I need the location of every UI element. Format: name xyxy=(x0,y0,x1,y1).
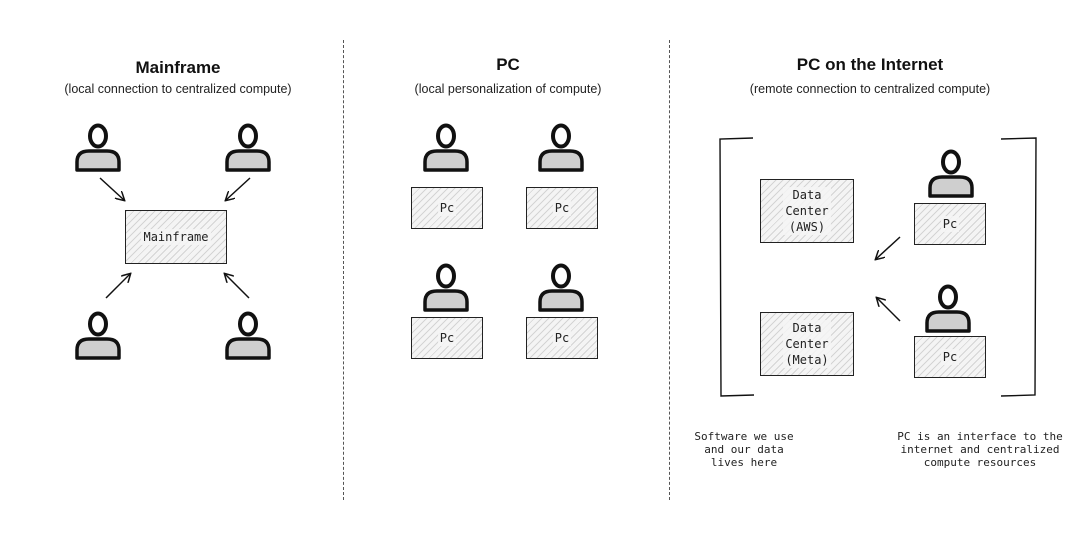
bracket-left xyxy=(719,137,755,397)
pc-label: Pc xyxy=(437,199,457,217)
person-icon xyxy=(75,311,121,360)
arrow-icon xyxy=(105,274,130,299)
bracket-right xyxy=(1000,137,1037,397)
note-software-data: Software we use and our data lives here xyxy=(694,430,794,470)
arrow-icon xyxy=(876,236,901,259)
arrow-icon xyxy=(225,274,250,299)
datacenter-box-aws: Data Center (AWS) xyxy=(760,179,854,243)
column-divider-left xyxy=(343,40,344,500)
arrow-icon xyxy=(99,177,124,200)
pc-box: Pc xyxy=(914,336,986,378)
person-icon xyxy=(225,311,271,360)
mainframe-label: Mainframe xyxy=(141,228,211,246)
person-icon xyxy=(225,123,271,172)
person-icon xyxy=(538,263,584,312)
person-icon xyxy=(423,123,469,172)
datacenter-label: Data Center (AWS) xyxy=(783,186,831,236)
person-icon xyxy=(538,123,584,172)
panel-title-internet: PC on the Internet xyxy=(796,55,944,74)
note-pc-interface: PC is an interface to the internet and c… xyxy=(897,430,1063,470)
person-icon xyxy=(925,284,971,333)
person-icon xyxy=(928,149,974,198)
pc-label: Pc xyxy=(940,348,960,366)
panel-subtitle-pc: (local personalization of compute) xyxy=(414,82,602,96)
mainframe-box: Mainframe xyxy=(125,210,227,264)
panel-subtitle-internet: (remote connection to centralized comput… xyxy=(749,82,991,96)
panel-title-mainframe: Mainframe xyxy=(135,58,221,77)
person-icon xyxy=(75,123,121,172)
panel-subtitle-mainframe: (local connection to centralized compute… xyxy=(64,82,292,96)
pc-box: Pc xyxy=(411,187,483,229)
pc-box: Pc xyxy=(411,317,483,359)
column-divider-right xyxy=(669,40,670,500)
pc-box: Pc xyxy=(526,187,598,229)
panel-title-pc: PC xyxy=(496,55,520,74)
pc-label: Pc xyxy=(940,215,960,233)
datacenter-box-meta: Data Center (Meta) xyxy=(760,312,854,376)
pc-box: Pc xyxy=(914,203,986,245)
pc-box: Pc xyxy=(526,317,598,359)
pc-label: Pc xyxy=(552,329,572,347)
person-icon xyxy=(423,263,469,312)
arrow-icon xyxy=(226,177,251,200)
pc-label: Pc xyxy=(552,199,572,217)
arrow-icon xyxy=(877,298,901,322)
datacenter-label: Data Center (Meta) xyxy=(783,319,831,369)
pc-label: Pc xyxy=(437,329,457,347)
